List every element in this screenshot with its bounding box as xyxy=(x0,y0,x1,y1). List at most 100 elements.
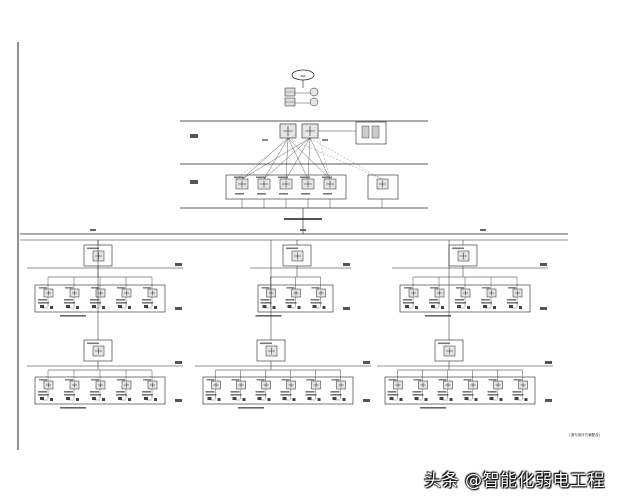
switch-icon xyxy=(468,380,478,390)
text-line xyxy=(286,287,295,289)
text-line xyxy=(87,247,99,250)
link xyxy=(263,137,289,180)
text-line xyxy=(507,302,518,304)
text-line xyxy=(463,379,472,381)
text-line xyxy=(455,299,464,301)
switch-icon xyxy=(92,250,105,262)
switch-icon xyxy=(418,380,428,390)
device-icon xyxy=(493,306,496,309)
text-line xyxy=(255,315,282,317)
text-line xyxy=(142,302,153,304)
switch-icon xyxy=(261,380,271,390)
floor-tag xyxy=(343,307,350,310)
text-line xyxy=(300,176,310,179)
switch-icon xyxy=(265,345,278,357)
switch-icon xyxy=(376,178,389,190)
tag xyxy=(90,229,96,231)
floor-tag xyxy=(540,307,547,310)
tag xyxy=(262,139,268,141)
device-icon xyxy=(118,397,122,400)
text-line xyxy=(230,394,242,396)
text-line xyxy=(38,299,47,301)
device-icon xyxy=(292,398,296,401)
server-icon xyxy=(355,121,387,145)
text-line xyxy=(488,379,497,381)
access-layer xyxy=(27,240,553,409)
switch-icon xyxy=(121,288,132,298)
device-icon xyxy=(399,398,403,401)
text-line xyxy=(142,391,151,393)
text-line xyxy=(256,379,265,381)
text-line xyxy=(387,391,397,393)
floor-tag xyxy=(363,399,370,402)
text-line xyxy=(507,299,516,301)
switch-icon xyxy=(443,345,456,357)
core-uplinks xyxy=(235,133,383,208)
text-line xyxy=(285,302,297,304)
switch-icon xyxy=(257,178,271,190)
watermark-text: 头条 @智能化弱电工程 xyxy=(424,471,605,491)
text-line xyxy=(116,391,125,393)
text-line xyxy=(425,315,451,317)
text-line xyxy=(116,302,127,304)
switch-icon xyxy=(95,288,106,298)
device-icon xyxy=(50,306,53,309)
device-icon xyxy=(232,397,237,400)
text-line xyxy=(438,342,450,345)
switch-icon xyxy=(69,380,80,390)
switch-icon xyxy=(121,380,132,390)
text-line xyxy=(90,391,99,393)
device-icon xyxy=(50,398,53,401)
text-line xyxy=(65,379,73,381)
text-line xyxy=(90,299,99,301)
router-icon xyxy=(309,87,319,107)
device-icon xyxy=(489,397,494,400)
text-line xyxy=(39,379,47,381)
device-icon xyxy=(282,397,287,400)
text-line xyxy=(281,379,290,381)
text-line xyxy=(301,193,310,195)
text-line xyxy=(65,287,73,289)
text-line xyxy=(387,394,399,396)
switch-icon xyxy=(443,380,453,390)
switch-icon xyxy=(512,288,523,298)
text-line xyxy=(255,391,265,393)
floor-tag xyxy=(545,399,552,402)
text-line xyxy=(90,302,101,304)
switch-icon xyxy=(95,380,106,390)
firewall-icon xyxy=(284,87,296,107)
device-icon xyxy=(40,305,44,308)
text-line xyxy=(330,391,340,393)
switch-icon xyxy=(235,178,249,190)
floor-tag xyxy=(540,263,547,266)
device-icon xyxy=(389,397,394,400)
switch-icon xyxy=(493,380,503,390)
text-line xyxy=(38,391,47,393)
layer-tag xyxy=(190,134,198,138)
device-icon xyxy=(414,397,419,400)
text-line xyxy=(487,391,497,393)
text-line xyxy=(330,394,342,396)
link xyxy=(235,133,297,180)
switch-icon xyxy=(236,380,246,390)
text-line xyxy=(260,299,270,301)
device-icon xyxy=(66,397,70,400)
text-line xyxy=(323,193,332,195)
text-line xyxy=(305,391,315,393)
floor-tag xyxy=(175,307,182,310)
text-line xyxy=(231,379,240,381)
text-line xyxy=(512,394,524,396)
device-icon xyxy=(272,306,276,309)
switch-icon xyxy=(92,345,105,357)
device-icon xyxy=(342,398,346,401)
device-icon xyxy=(262,305,267,308)
tag xyxy=(322,139,328,141)
switch-icon xyxy=(518,380,528,390)
text-line xyxy=(420,407,446,409)
switch-icon xyxy=(286,380,296,390)
device-icon xyxy=(317,398,321,401)
text-line xyxy=(38,394,49,396)
device-icon xyxy=(499,398,503,401)
switch-icon xyxy=(147,380,158,390)
